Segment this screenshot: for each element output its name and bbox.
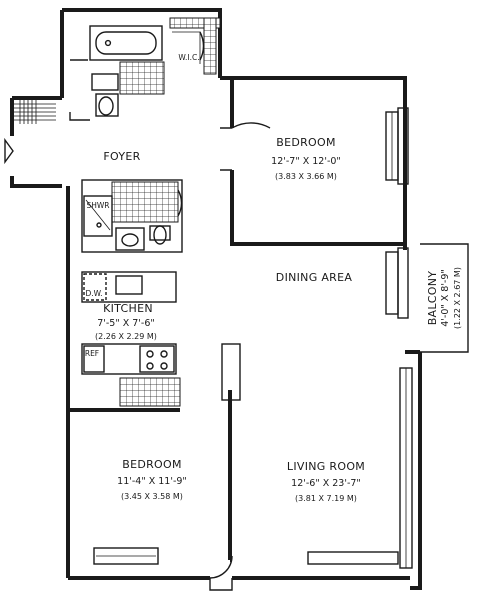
foyer-name: FOYER (103, 150, 140, 163)
kitchen-fixtures: D.W. REF (81, 271, 177, 375)
balcony-metric: (1.22 X 2.67 M) (453, 267, 462, 329)
exterior-walls (10, 8, 422, 590)
living-name: LIVING ROOM (287, 460, 365, 473)
living-fixtures (307, 367, 413, 569)
balcony-name: BALCONY (426, 271, 439, 326)
bedroom-bottom-dimensions: 11'-4" X 11'-9" (117, 476, 187, 487)
dishwasher-label: D.W. (85, 289, 102, 298)
entry-arrow-icon (4, 137, 14, 165)
closet-hatch (119, 377, 181, 407)
balcony-label-group: BALCONY 4'-0" X 8'-9" (1.22 X 2.67 M) (426, 267, 462, 329)
bathroom-2: SHWR (81, 179, 183, 253)
bedroom-bottom-name: BEDROOM (122, 458, 182, 471)
bottom-bedroom-fixtures (93, 547, 233, 591)
balcony-fixtures (385, 243, 469, 353)
dining-name: DINING AREA (276, 271, 353, 284)
structural-column (221, 343, 241, 401)
kitchen-dimensions: 7'-5" X 7'-6" (97, 318, 155, 329)
kitchen-metric: (2.26 X 2.29 M) (95, 332, 157, 341)
bedroom-top-metric: (3.83 X 3.66 M) (275, 172, 337, 181)
wic-label: W.I.C. (178, 53, 199, 62)
kitchen-name: KITCHEN (103, 302, 153, 315)
shower-label: SHWR (86, 201, 109, 210)
top-bathroom (69, 25, 165, 121)
living-dimensions: 12'-6" X 23'-7" (291, 478, 361, 489)
refrigerator-label: REF (85, 349, 99, 358)
bedroom-top-dimensions: 12'-7" X 12'-0" (271, 156, 341, 167)
top-bedroom-fixtures (220, 107, 409, 185)
room-labels: BEDROOM 12'-7" X 12'-0" (3.83 X 3.66 M) … (95, 136, 462, 503)
wic-closet: W.I.C. (169, 17, 221, 75)
living-metric: (3.81 X 7.19 M) (295, 494, 357, 503)
balcony-dimensions: 4'-0" X 8'-9" (440, 269, 451, 327)
bedroom-top-name: BEDROOM (276, 136, 336, 149)
bedroom-bottom-metric: (3.45 X 3.58 M) (121, 492, 183, 501)
entry-steps (14, 100, 56, 124)
